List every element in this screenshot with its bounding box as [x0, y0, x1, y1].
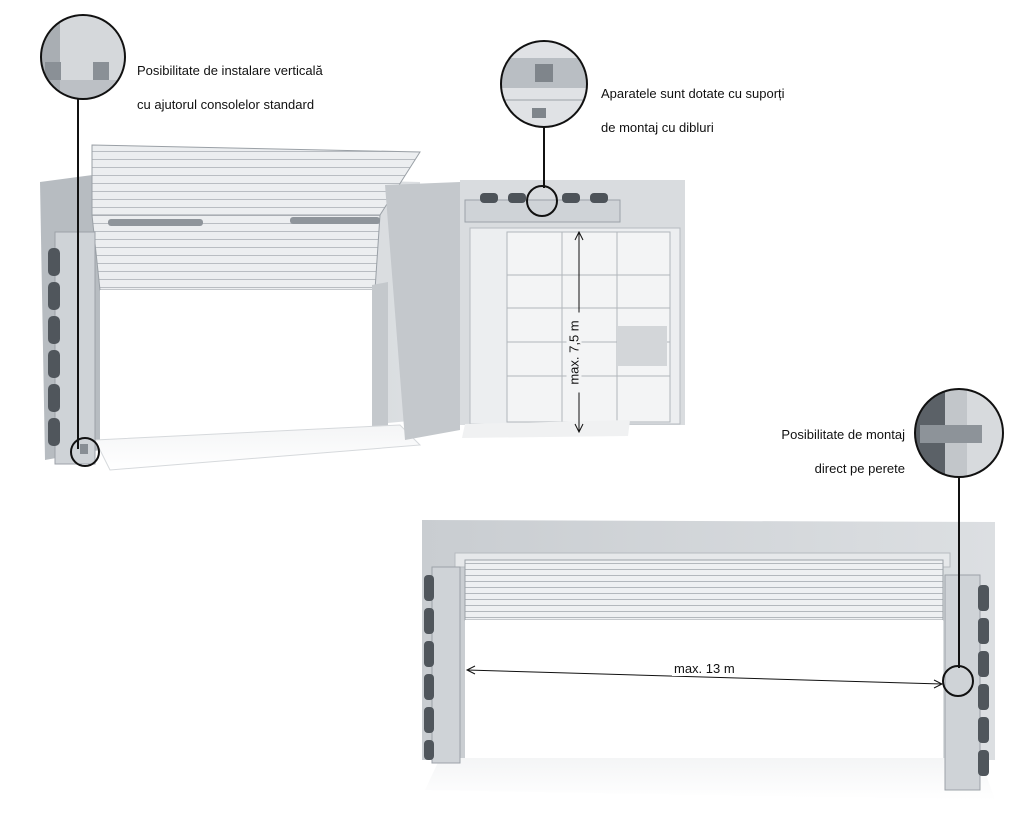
bottom-floor	[425, 758, 995, 800]
callout-mount-brackets	[500, 40, 588, 217]
bottom-door-opening	[465, 620, 943, 758]
console-bracket	[80, 444, 88, 454]
callout-mount-brackets-text: Aparatele sunt dotate cu suporți de mont…	[601, 68, 785, 153]
callout-wall-mount-line1: Posibilitate de montaj	[781, 427, 905, 442]
right-floor	[462, 420, 630, 438]
shutter-hood	[91, 144, 421, 216]
scene-vertical-install	[40, 144, 422, 471]
callout-wall-mount-line2: direct pe perete	[814, 461, 905, 476]
vertical-air-curtain-unit	[54, 231, 96, 465]
bottom-right-fans	[978, 585, 989, 776]
door-panel-shade	[617, 326, 667, 366]
callout-vertical-install	[40, 14, 126, 467]
scene-horizontal-install	[385, 180, 685, 440]
shutter-motor-left	[108, 219, 203, 226]
width-dimension	[465, 665, 944, 689]
horizontal-air-curtain-unit	[464, 199, 621, 223]
unit-fans	[48, 248, 60, 446]
bottom-left-fans	[424, 575, 434, 760]
callout-vertical-install-text: Posibilitate de instalare verticală cu a…	[137, 45, 323, 130]
callout-wall-mount-text: Posibilitate de montaj direct pe perete	[735, 409, 905, 494]
door-jamb-right	[372, 282, 388, 430]
bottom-right-unit	[944, 574, 981, 791]
shutter-motor-right	[290, 217, 380, 224]
callout-vertical-install-line1: Posibilitate de instalare verticală	[137, 63, 323, 78]
floor	[94, 424, 422, 471]
scene-wall-mount	[422, 520, 995, 800]
horizontal-unit-fans	[480, 193, 608, 203]
door-opening	[100, 290, 375, 440]
max-height-label: max. 7,5 m	[566, 312, 582, 393]
max-width-label: max. 13 m	[672, 661, 737, 676]
callout-mount-brackets-line1: Aparatele sunt dotate cu suporți	[601, 86, 785, 101]
bottom-left-unit	[431, 566, 461, 764]
callout-vertical-install-line2: cu ajutorul consolelor standard	[137, 97, 315, 112]
callout-mount-brackets-line2: de montaj cu dibluri	[601, 120, 714, 135]
bottom-shutter	[464, 559, 944, 621]
rolling-shutter-curtain	[91, 214, 381, 291]
middle-wall	[385, 182, 460, 440]
